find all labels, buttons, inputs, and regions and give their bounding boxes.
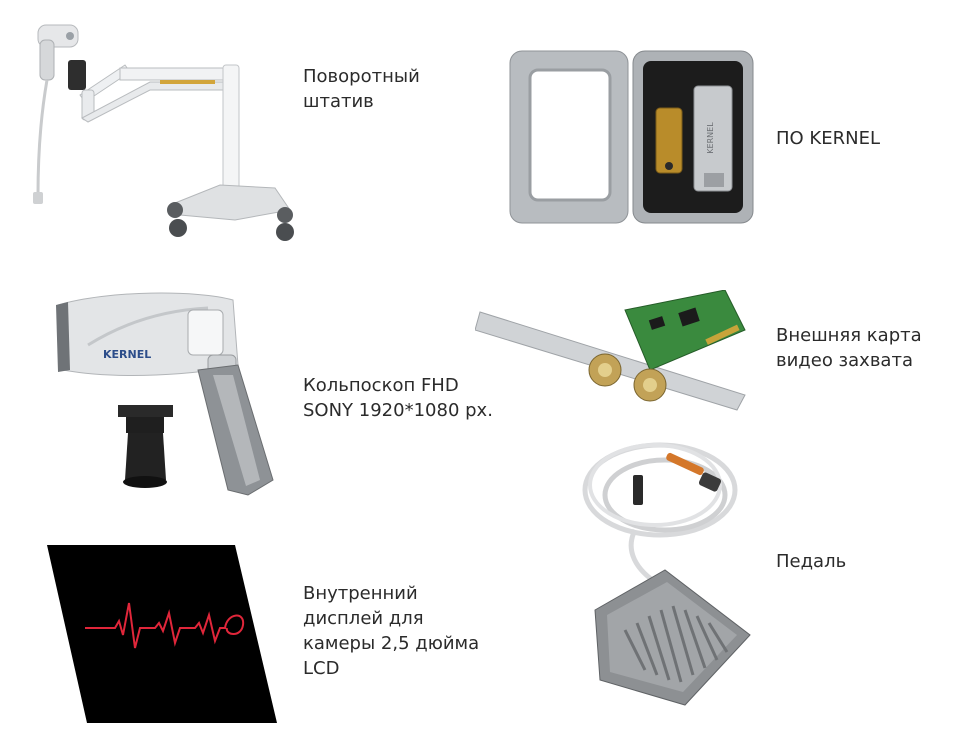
software-tin-image: KERNEL — [508, 48, 758, 228]
video-capture-card-icon — [475, 290, 746, 411]
capture-card-label-line-2: видео захвата — [776, 350, 913, 371]
colposcope-camera-icon: KERNEL — [56, 292, 274, 496]
stand-label: Поворотный штатив — [303, 64, 420, 114]
colposcope-label-line-1: Кольпоскоп FHD — [303, 375, 459, 396]
colposcope-label-line-2: SONY 1920*1080 px. — [303, 400, 493, 421]
display-label-line-3: камеры 2,5 дюйма — [303, 633, 480, 654]
display-label-line-1: Внутренний — [303, 583, 418, 604]
pedal-image — [565, 420, 760, 720]
heartbeat-display-icon — [47, 545, 277, 723]
display-label-line-2: дисплей для — [303, 608, 424, 629]
capture-card-label-line-1: Внешняя карта — [776, 325, 922, 346]
display-image — [45, 543, 280, 725]
foot-pedal-icon — [582, 442, 751, 706]
display-label-line-4: LCD — [303, 658, 340, 679]
colposcope-image: KERNEL — [48, 290, 283, 505]
rotating-stand-icon — [33, 24, 294, 241]
capture-card-label: Внешняя карта видео захвата — [776, 323, 922, 373]
usb-brand-text: KERNEL — [706, 122, 715, 154]
stand-label-line-2: штатив — [303, 91, 374, 112]
pedal-label: Педаль — [776, 549, 846, 574]
stand-label-line-1: Поворотный — [303, 66, 420, 87]
software-label-line-1: ПО KERNEL — [776, 128, 880, 149]
pedal-label-line-1: Педаль — [776, 551, 847, 572]
capture-card-image — [475, 290, 760, 415]
software-label: ПО KERNEL — [776, 126, 880, 151]
rotating-stand-image — [20, 10, 310, 245]
usb-software-tin-icon: KERNEL — [509, 50, 754, 224]
colposcope-brand-text: KERNEL — [103, 348, 151, 361]
display-label: Внутренний дисплей для камеры 2,5 дюйма … — [303, 581, 479, 681]
colposcope-label: Кольпоскоп FHD SONY 1920*1080 px. — [303, 373, 493, 423]
